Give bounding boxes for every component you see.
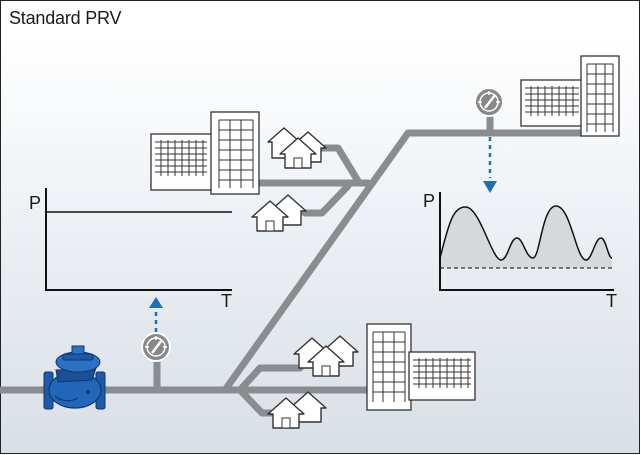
house-icon xyxy=(267,391,327,429)
house-icon xyxy=(293,335,359,377)
right-chart-pressure-curve xyxy=(439,205,613,261)
left-chart-axes xyxy=(45,188,232,291)
diagram-title: Standard PRV xyxy=(9,8,122,28)
arrow-up-icon xyxy=(149,297,163,340)
right-pressure-chart: P T xyxy=(423,191,617,311)
pressure-gauge-icon xyxy=(474,87,504,117)
left-pressure-chart: P T xyxy=(29,188,232,311)
riser-pipe xyxy=(221,129,594,394)
upper-house-branch-1 xyxy=(318,144,362,185)
building-icon xyxy=(520,55,620,137)
right-chart-axes xyxy=(439,192,614,291)
right-chart-y-label: P xyxy=(423,191,435,211)
right-chart-x-label: T xyxy=(606,291,617,311)
house-icon xyxy=(267,127,327,169)
lower-house-branch-1 xyxy=(236,364,304,394)
valve-icon xyxy=(43,345,106,410)
building-icon xyxy=(366,323,476,411)
pressure-gauge-icon xyxy=(141,332,171,362)
right-chart-area xyxy=(440,206,612,268)
house-icon xyxy=(251,194,307,232)
building-icon xyxy=(150,111,260,195)
left-chart-y-label: P xyxy=(29,193,41,213)
left-chart-x-label: T xyxy=(221,291,232,311)
arrow-down-icon xyxy=(483,137,497,193)
upper-house-branch-2 xyxy=(301,182,352,217)
